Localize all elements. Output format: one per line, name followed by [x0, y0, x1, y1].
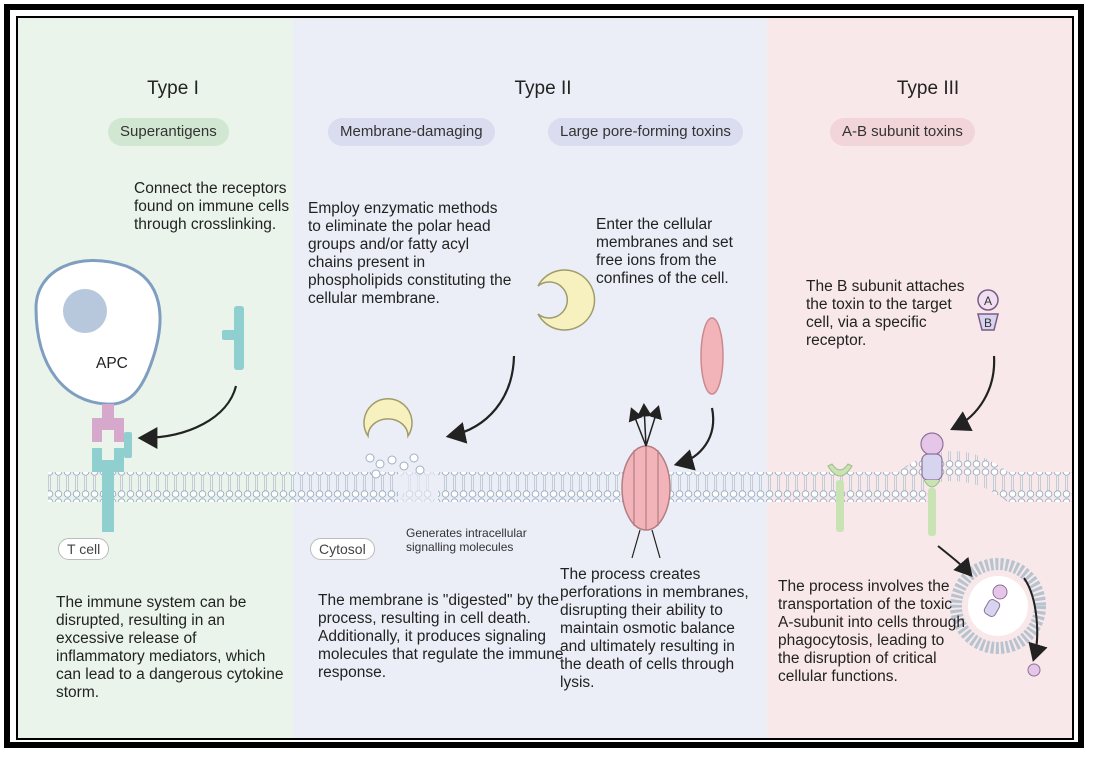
type3-title: Type III: [878, 78, 978, 100]
subunit-a-letter: A: [984, 294, 992, 308]
type1-category: Superantigens: [108, 118, 229, 146]
type1-title: Type I: [128, 78, 218, 100]
type3-category: A-B subunit toxins: [830, 118, 975, 146]
type2-title: Type II: [498, 78, 588, 100]
arrow-type1: [142, 386, 236, 438]
enzyme-toxin-bound: [364, 399, 424, 478]
pore-forming-description: Enter the cellular membranes and set fre…: [596, 216, 761, 288]
mhc-receptor: [92, 404, 124, 442]
type3-description: The B subunit attaches the toxin to the …: [806, 278, 966, 350]
type3-outcome: The process involves the transportation …: [778, 578, 968, 686]
membrane-damaging-description: Employ enzymatic methods to eliminate th…: [308, 200, 513, 308]
arrow-endocytosis: [938, 546, 970, 574]
pore-toxin-free: [701, 318, 723, 394]
type1-outcome: The immune system can be disrupted, resu…: [56, 594, 286, 702]
arrow-type3: [954, 356, 994, 428]
arrow-membrane-damaging: [450, 356, 514, 436]
arrow-pore-forming: [678, 408, 713, 464]
signalling-note: Generates intracellular signalling molec…: [406, 526, 566, 554]
cytosol-label: Cytosol: [310, 538, 375, 560]
released-a-subunit: [1028, 664, 1040, 676]
tcell-label: T cell: [58, 538, 109, 560]
type1-description: Connect the receptors found on immune ce…: [134, 180, 304, 234]
superantigen-bound: [124, 432, 132, 458]
apc-label: APC: [96, 355, 136, 373]
superantigen-molecule: [222, 306, 244, 370]
membrane-damaging-outcome: The membrane is "digested" by the proces…: [318, 592, 568, 682]
pore-forming-category: Large pore-forming toxins: [548, 118, 743, 146]
endosome: [956, 564, 1040, 648]
figure: A B Type I Superantigens Connect the rec…: [16, 16, 1074, 740]
enzyme-toxin-free: [538, 270, 595, 330]
apc-cell: [36, 260, 160, 404]
pore-complex: [622, 406, 670, 558]
membrane-damaging-category: Membrane-damaging: [328, 118, 495, 146]
cell-membrane: [48, 451, 1074, 502]
pore-forming-outcome: The process creates perforations in memb…: [560, 566, 755, 692]
subunit-b-letter: B: [984, 316, 992, 330]
